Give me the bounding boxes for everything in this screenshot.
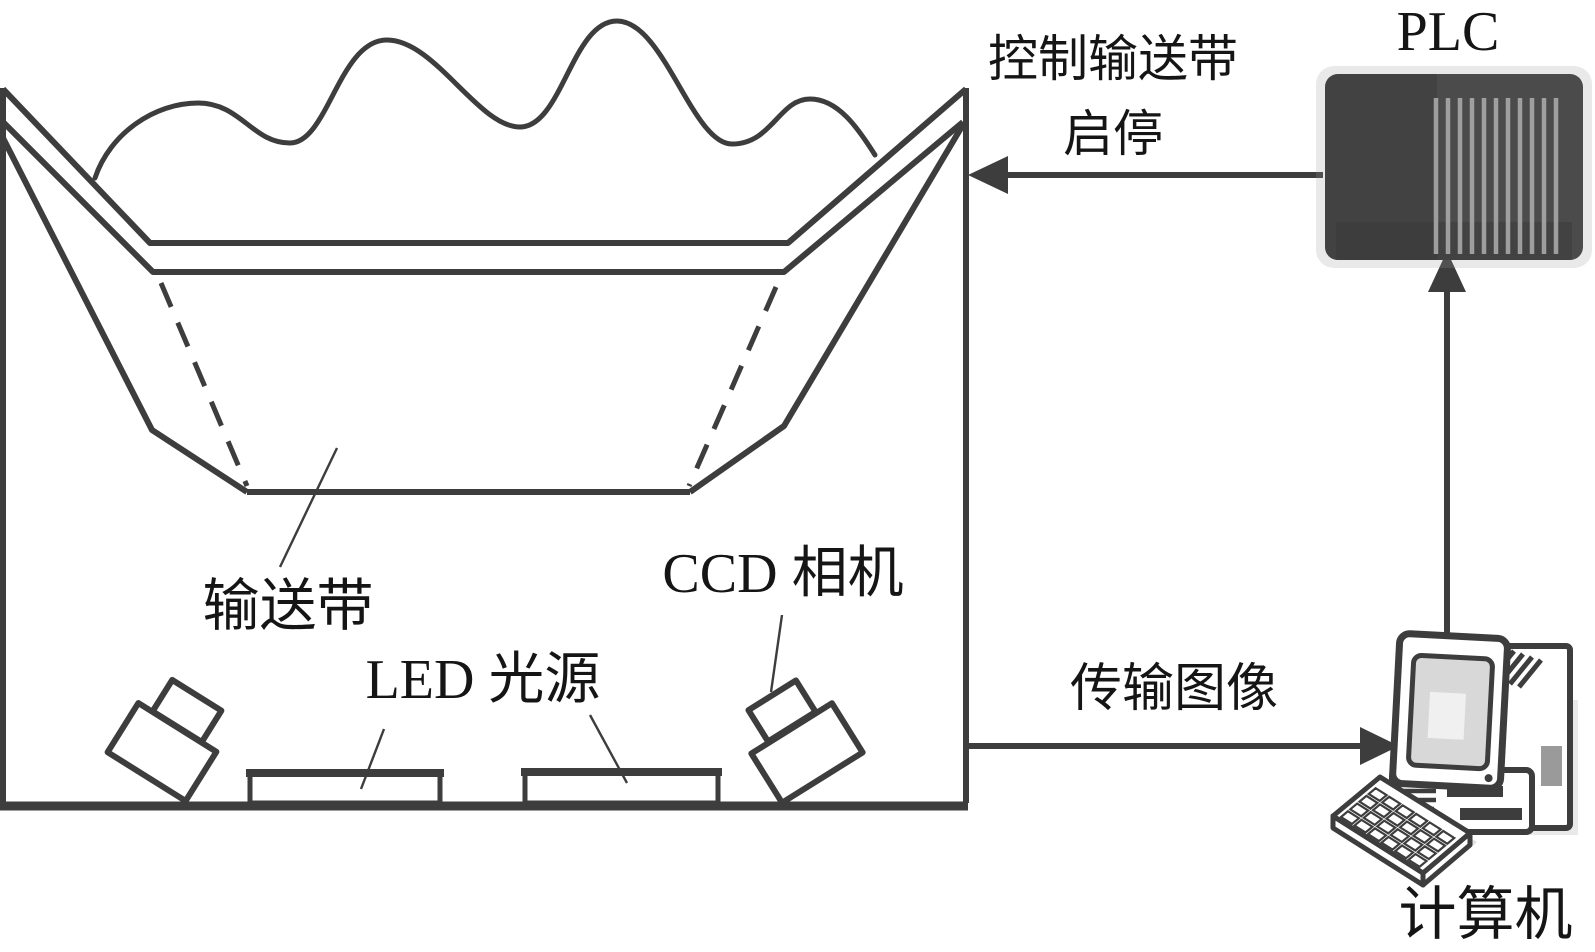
conveyor-trough [0,18,968,495]
arrow-up-head-icon [1428,251,1466,292]
leader-ccd-camera [769,614,784,693]
leader-lines [278,447,784,790]
trough-hidden-edge-left [158,282,250,487]
camera-right-body [748,700,866,806]
ccd-camera-left [104,676,225,804]
base-slot-upper [1447,786,1503,797]
label-ccd-camera: CCD 相机 [662,543,904,605]
computer-image [1330,630,1578,888]
trough-rim-outer [0,86,968,246]
label-led-light-source: LED 光源 [365,649,601,711]
arrow-plc-to-enclosure [968,156,1323,194]
plc-vent-stripes [1433,98,1559,254]
label-computer: 计算机 [1398,882,1573,947]
label-conveyor-belt: 输送带 [202,575,374,638]
trough-left-wall [0,136,249,495]
leader-conveyor-belt [278,447,339,568]
arrow-computer-to-plc [1428,251,1466,640]
label-control-line1: 控制输送带 [988,31,1238,87]
plc-left-module [1325,74,1437,260]
trough-right-wall [688,121,967,495]
plc-device-image [1316,66,1592,268]
monitor-power-led [1484,774,1493,783]
plc-bottom-shade [1336,222,1572,260]
keyboard-keys [1339,786,1457,869]
camera-left-body [104,700,220,804]
screen-glare [1427,691,1466,740]
trough-rim-inner [0,119,965,275]
arrow-left-head-icon [968,156,1008,194]
label-transmit-image: 传输图像 [1069,661,1278,718]
enclosure-box [0,88,969,811]
label-control-conveyor: 控制输送带 启停 [976,22,1250,172]
arrow-enclosure-to-computer [968,727,1399,765]
tower-drive-bay [1541,746,1562,786]
leader-led-left [359,728,386,790]
ccd-camera-right [745,677,866,806]
led-panel-right-body [522,769,721,806]
led-panel-left [246,769,444,806]
trough-hidden-edge-right [686,285,779,488]
computer-monitor [1389,630,1511,792]
label-control-line2: 启停 [1063,106,1163,162]
material-pile-wave [92,18,878,181]
led-panel-left-body [247,770,443,806]
arrow-right-head-icon [1360,727,1399,765]
led-panel-right [521,768,722,806]
base-slot-lower [1460,808,1522,820]
leader-led-right [588,714,629,784]
label-plc: PLC [1396,1,1500,63]
